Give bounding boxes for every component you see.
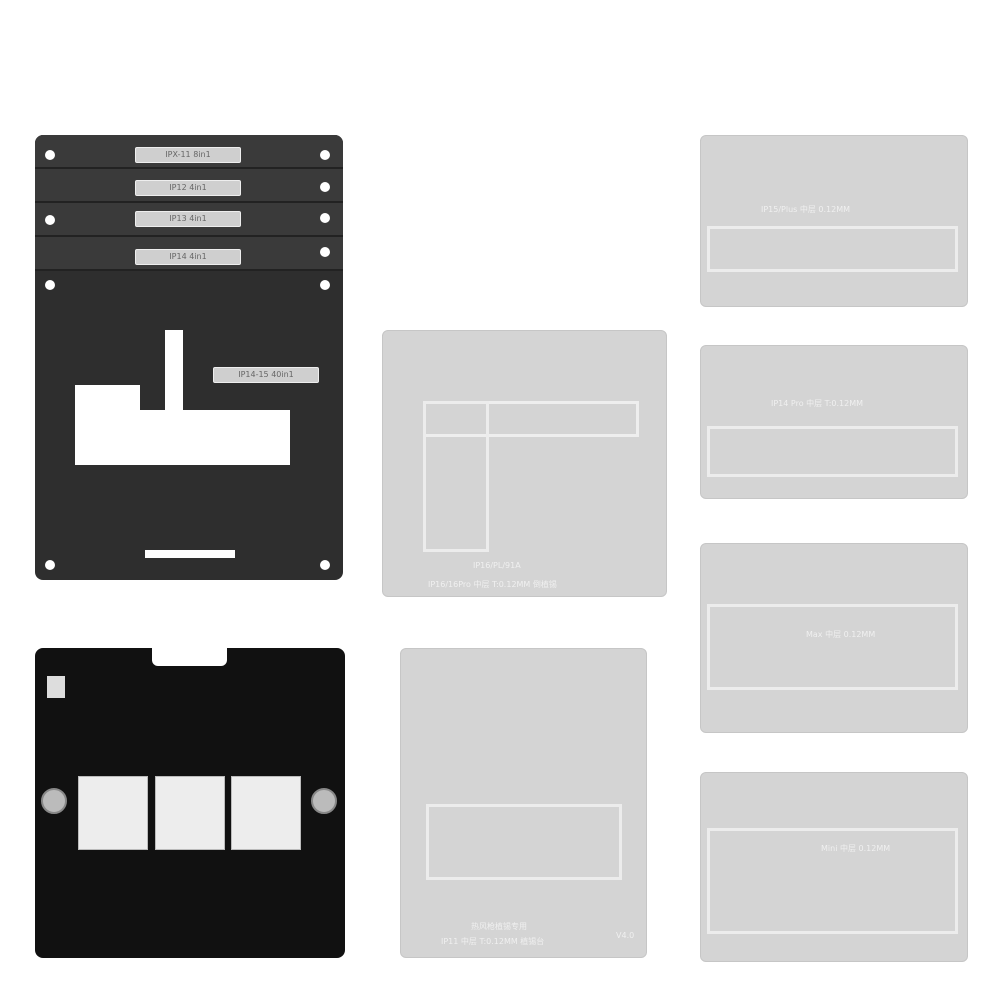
logo-icon [47, 676, 65, 698]
caption: Max 中层 0.12MM [806, 630, 876, 639]
bottom-center-stencil: 热风枪植锡专用 IP11 中层 T:0.12MM 植锡台 V4.0 [400, 648, 647, 958]
stencil-tag: IP13 4in1 [135, 211, 241, 227]
black-stencil-stack: IPX-11 8in1 IP12 4in1 IP13 4in1 IP14 4in… [35, 135, 343, 580]
right-stencil: IP14 Pro 中层 T:0.12MM [700, 345, 968, 499]
caption: IP11 中层 T:0.12MM 植锡台 [441, 937, 545, 946]
caption: 热风枪植锡专用 [471, 922, 527, 931]
stencil-tag: IP12 4in1 [135, 180, 241, 196]
caption: IP14 Pro 中层 T:0.12MM [771, 399, 864, 408]
right-stencil: Max 中层 0.12MM [700, 543, 968, 733]
right-stencil: Mini 中层 0.12MM [700, 772, 968, 962]
caption: Mini 中层 0.12MM [821, 844, 891, 853]
bga-holder [35, 646, 345, 958]
stencil-tag: IPX-11 8in1 [135, 147, 241, 163]
right-stencil: IP15/Plus 中层 0.12MM [700, 135, 968, 307]
caption: IP16/16Pro 中层 T:0.12MM 倒植锡 [428, 580, 557, 589]
version-label: V4.0 [616, 931, 635, 940]
stencil-tag: IP14 4in1 [135, 249, 241, 265]
caption: IP15/Plus 中层 0.12MM [761, 205, 851, 214]
frame-tag: IP14-15 40in1 [213, 367, 319, 383]
model-label: IP16/PL/91A [473, 561, 521, 570]
center-stencil: IP16/PL/91A IP16/16Pro 中层 T:0.12MM 倒植锡 [382, 330, 667, 597]
